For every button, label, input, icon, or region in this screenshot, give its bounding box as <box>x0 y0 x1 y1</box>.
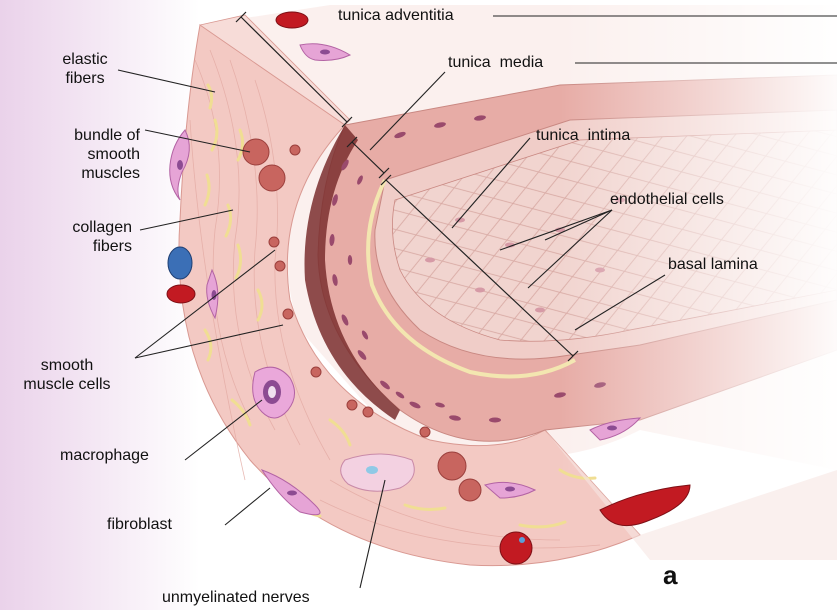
label-tunica-intima: tunica intima <box>536 126 630 145</box>
label-fibroblast: fibroblast <box>107 515 172 534</box>
capillary-blue <box>168 247 192 279</box>
label-collagen-fibers: collagen fibers <box>20 218 132 256</box>
label-unmyelinated-nerves: unmyelinated nerves <box>162 588 310 607</box>
label-tunica-adventitia: tunica adventitia <box>338 6 454 25</box>
label-tunica-media: tunica media <box>448 53 543 72</box>
unmyelinated-nerve-bundle <box>341 454 415 491</box>
panel-letter: a <box>663 560 677 591</box>
label-macrophage: macrophage <box>60 446 149 465</box>
label-basal-lamina: basal lamina <box>668 255 758 274</box>
label-endothelial-cells: endothelial cells <box>610 190 724 209</box>
label-bundle-of-smooth-muscles: bundle of smooth muscles <box>30 126 140 183</box>
label-elastic-fibers: elastic fibers <box>40 50 130 88</box>
label-smooth-muscle-cells: smooth muscle cells <box>2 356 132 394</box>
right-fade <box>560 0 837 470</box>
